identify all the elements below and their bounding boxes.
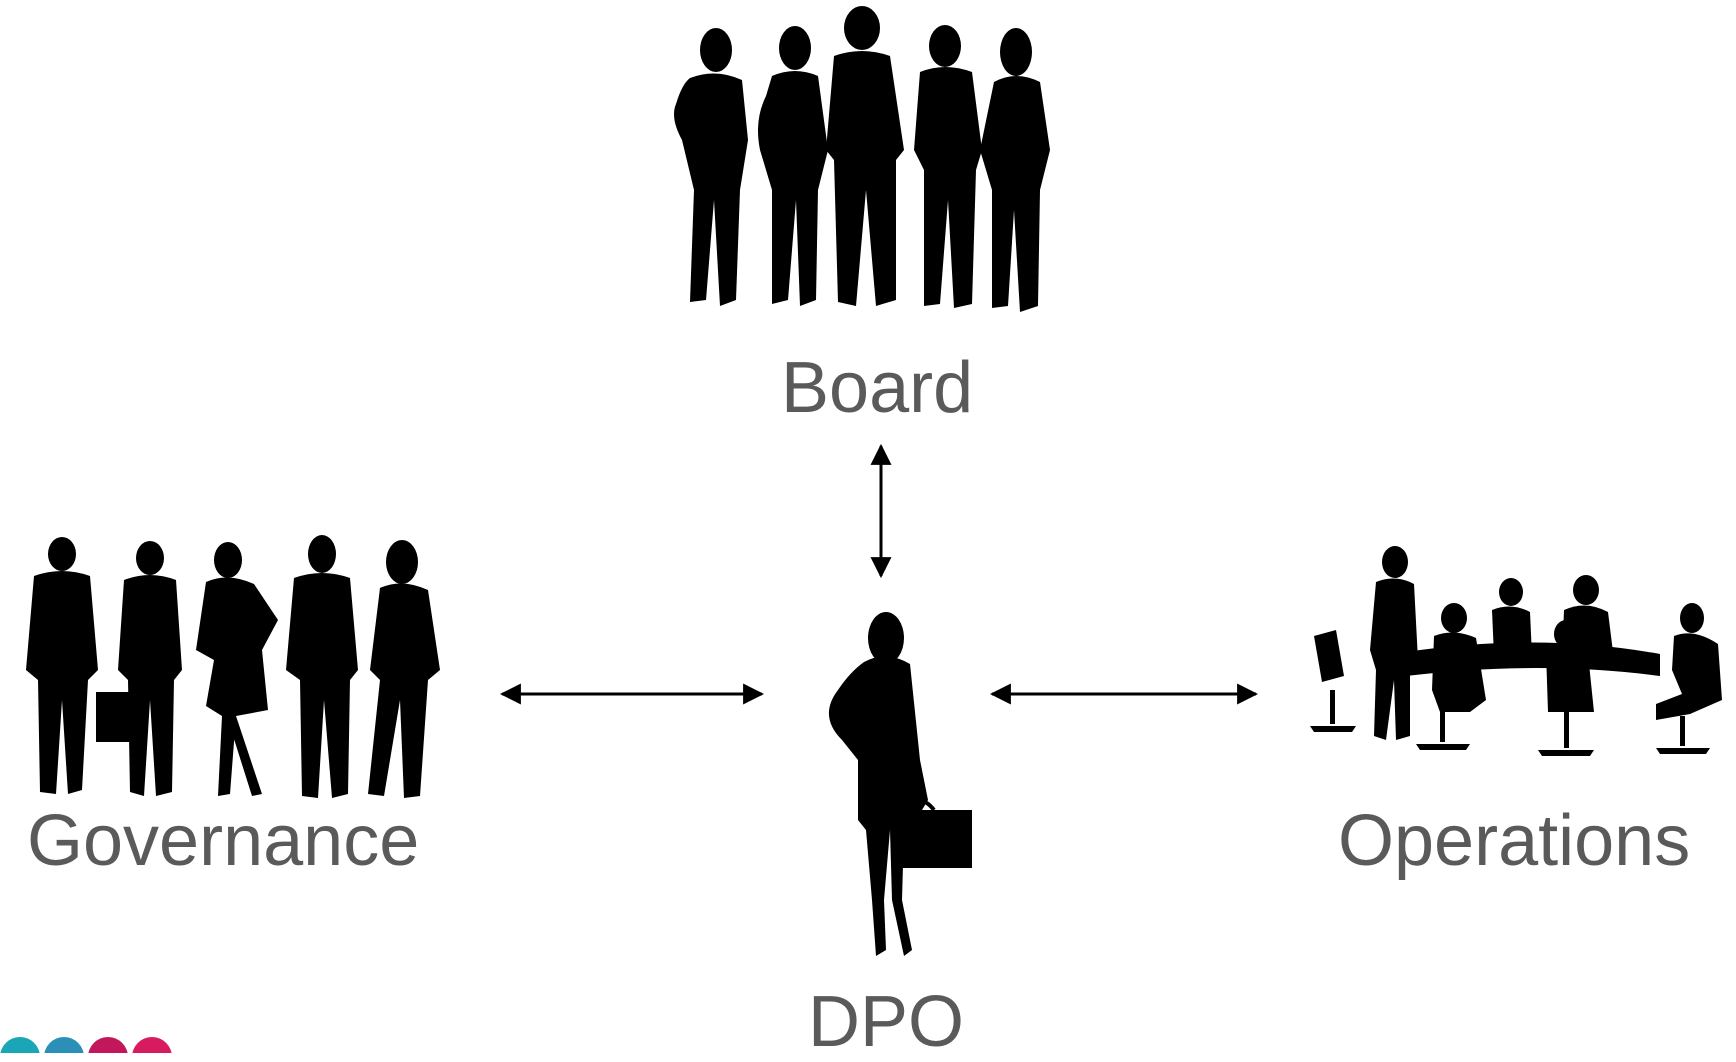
dpo-woman-silhouette-icon bbox=[828, 612, 972, 956]
board-person-3 bbox=[826, 6, 904, 306]
board-person-4 bbox=[914, 25, 982, 308]
governance-person-2 bbox=[96, 541, 182, 796]
board-label: Board bbox=[781, 348, 974, 428]
dpo-label: DPO bbox=[808, 982, 965, 1062]
operations-meeting-silhouette-icon bbox=[1310, 546, 1722, 756]
governance-person-1 bbox=[26, 537, 98, 794]
board-person-1 bbox=[674, 28, 748, 306]
operations-label: Operations bbox=[1338, 801, 1691, 881]
governance-person-3 bbox=[196, 542, 278, 796]
governance-label: Governance bbox=[27, 801, 420, 881]
governance-person-4 bbox=[286, 535, 358, 798]
board-person-2 bbox=[758, 26, 828, 306]
board-group-silhouette-icon bbox=[674, 6, 1050, 312]
governance-group-silhouette-icon bbox=[26, 535, 440, 798]
logo-partial bbox=[0, 1037, 180, 1053]
governance-person-5 bbox=[368, 540, 440, 798]
board-person-5 bbox=[980, 28, 1050, 312]
